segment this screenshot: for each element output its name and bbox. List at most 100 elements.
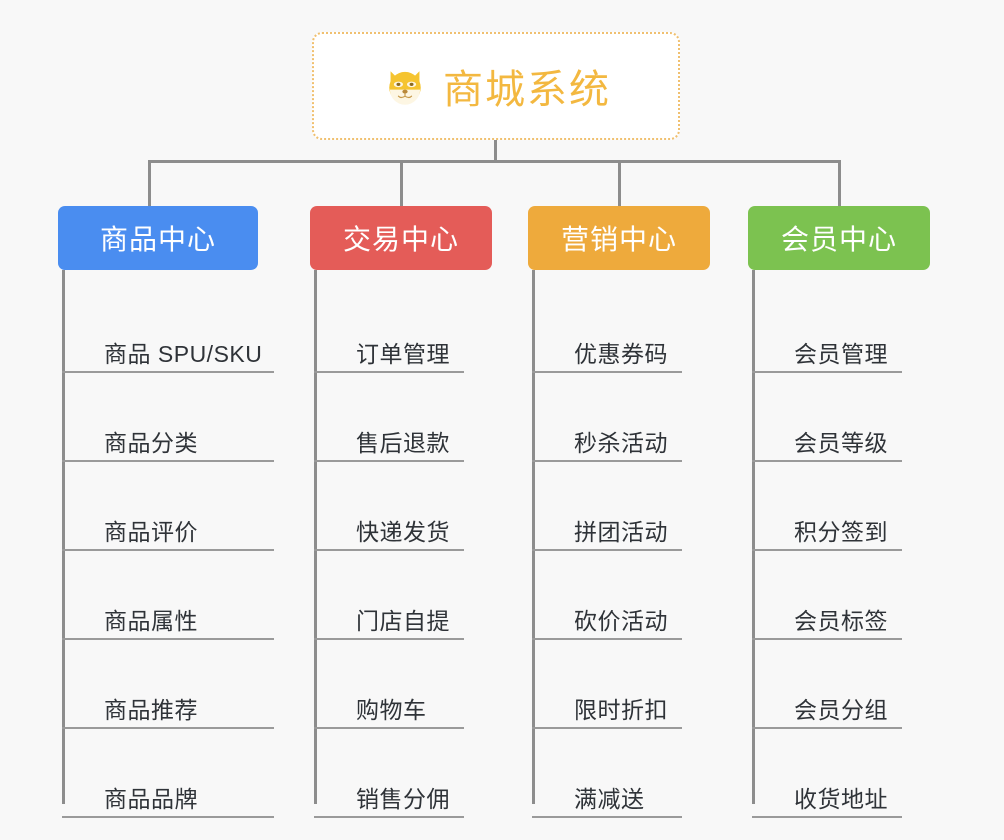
leaf-item-label: 会员标签 — [794, 607, 888, 634]
leaf-underline — [314, 638, 464, 640]
leaf-underline — [62, 549, 274, 551]
category-label: 营销中心 — [560, 224, 677, 255]
category-node-product-center[interactable]: 商品中心 — [58, 206, 258, 270]
leaf-item-label: 拼团活动 — [574, 518, 668, 545]
leaf-item[interactable]: 订单管理 — [314, 284, 492, 373]
leaf-rail — [752, 270, 755, 804]
connector-drop-1 — [400, 160, 403, 206]
category-label: 交易中心 — [342, 224, 459, 255]
leaf-item-label: 收货地址 — [794, 785, 888, 812]
leaf-underline — [532, 549, 682, 551]
leaf-underline — [62, 460, 274, 462]
column-product-center: 商品中心商品 SPU/SKU 商品分类商品评价商品属性商品推荐商品品牌 — [58, 206, 274, 818]
column-marketing-center: 营销中心优惠券码秒杀活动拼团活动砍价活动限时折扣满减送 — [528, 206, 710, 818]
leaf-rail — [62, 270, 65, 804]
leaf-item[interactable]: 会员标签 — [752, 551, 930, 640]
leaf-rail — [532, 270, 535, 804]
leaf-item-label: 商品分类 — [104, 429, 198, 456]
leaf-item-label: 商品评价 — [104, 518, 198, 545]
column-trade-center: 交易中心订单管理售后退款快递发货门店自提购物车销售分佣 — [310, 206, 492, 818]
leaf-list-product-center: 商品 SPU/SKU 商品分类商品评价商品属性商品推荐商品品牌 — [62, 270, 274, 818]
leaf-underline — [314, 549, 464, 551]
leaf-item[interactable]: 会员等级 — [752, 373, 930, 462]
leaf-underline — [314, 460, 464, 462]
category-label: 商品中心 — [99, 224, 216, 255]
leaf-underline — [532, 460, 682, 462]
leaf-underline — [752, 638, 902, 640]
root-node[interactable]: 商城系统 — [312, 32, 680, 140]
leaf-item-label: 销售分佣 — [356, 785, 450, 812]
leaf-item-label: 商品 SPU/SKU — [104, 340, 263, 367]
category-node-marketing-center[interactable]: 营销中心 — [528, 206, 710, 270]
leaf-item-label: 优惠券码 — [574, 340, 668, 367]
leaf-item[interactable]: 门店自提 — [314, 551, 492, 640]
leaf-item[interactable]: 会员分组 — [752, 640, 930, 729]
leaf-underline — [532, 816, 682, 818]
leaf-item-label: 商品品牌 — [104, 785, 198, 812]
connector-drop-2 — [618, 160, 621, 206]
category-label: 会员中心 — [780, 224, 897, 255]
leaf-item-label: 售后退款 — [356, 429, 450, 456]
leaf-list-marketing-center: 优惠券码秒杀活动拼团活动砍价活动限时折扣满减送 — [532, 270, 710, 818]
leaf-item[interactable]: 满减送 — [532, 729, 710, 818]
connector-root-stem — [494, 140, 497, 162]
leaf-underline — [314, 816, 464, 818]
leaf-item[interactable]: 收货地址 — [752, 729, 930, 818]
leaf-item[interactable]: 优惠券码 — [532, 284, 710, 373]
leaf-item[interactable]: 商品推荐 — [62, 640, 274, 729]
leaf-item-label: 秒杀活动 — [574, 429, 668, 456]
leaf-item[interactable]: 销售分佣 — [314, 729, 492, 818]
leaf-item-label: 快递发货 — [356, 518, 450, 545]
leaf-item-label: 会员管理 — [794, 340, 888, 367]
leaf-underline — [62, 371, 274, 373]
leaf-item[interactable]: 商品分类 — [62, 373, 274, 462]
connector-horizontal-bus — [148, 160, 840, 163]
leaf-item-label: 限时折扣 — [574, 696, 668, 723]
leaf-underline — [62, 727, 274, 729]
leaf-list-trade-center: 订单管理售后退款快递发货门店自提购物车销售分佣 — [314, 270, 492, 818]
leaf-item-label: 购物车 — [356, 696, 427, 723]
leaf-item[interactable]: 售后退款 — [314, 373, 492, 462]
leaf-item-label: 积分签到 — [794, 518, 888, 545]
leaf-item[interactable]: 商品品牌 — [62, 729, 274, 818]
leaf-item[interactable]: 商品属性 — [62, 551, 274, 640]
leaf-item-label: 商品属性 — [104, 607, 198, 634]
leaf-item[interactable]: 砍价活动 — [532, 551, 710, 640]
leaf-underline — [62, 638, 274, 640]
leaf-underline — [752, 549, 902, 551]
leaf-list-member-center: 会员管理会员等级积分签到会员标签会员分组收货地址 — [752, 270, 930, 818]
leaf-item[interactable]: 秒杀活动 — [532, 373, 710, 462]
leaf-item[interactable]: 商品 SPU/SKU — [62, 284, 274, 373]
leaf-underline — [532, 638, 682, 640]
leaf-item[interactable]: 商品评价 — [62, 462, 274, 551]
leaf-rail — [314, 270, 317, 804]
leaf-item[interactable]: 会员管理 — [752, 284, 930, 373]
leaf-item[interactable]: 快递发货 — [314, 462, 492, 551]
leaf-item[interactable]: 积分签到 — [752, 462, 930, 551]
shiba-dog-face-icon — [381, 62, 429, 110]
leaf-item-label: 会员分组 — [794, 696, 888, 723]
leaf-underline — [752, 460, 902, 462]
leaf-item-label: 砍价活动 — [574, 607, 668, 634]
leaf-underline — [752, 727, 902, 729]
leaf-underline — [532, 727, 682, 729]
category-node-member-center[interactable]: 会员中心 — [748, 206, 930, 270]
leaf-item[interactable]: 购物车 — [314, 640, 492, 729]
connector-drop-3 — [838, 160, 841, 206]
leaf-item[interactable]: 拼团活动 — [532, 462, 710, 551]
category-node-trade-center[interactable]: 交易中心 — [310, 206, 492, 270]
leaf-underline — [314, 727, 464, 729]
connector-drop-0 — [148, 160, 151, 206]
leaf-item-label: 会员等级 — [794, 429, 888, 456]
leaf-underline — [752, 371, 902, 373]
leaf-underline — [752, 816, 902, 818]
leaf-item-label: 商品推荐 — [104, 696, 198, 723]
leaf-underline — [62, 816, 274, 818]
leaf-item-label: 满减送 — [574, 785, 645, 812]
leaf-item-label: 订单管理 — [356, 340, 450, 367]
column-member-center: 会员中心会员管理会员等级积分签到会员标签会员分组收货地址 — [748, 206, 930, 818]
leaf-underline — [314, 371, 464, 373]
leaf-item[interactable]: 限时折扣 — [532, 640, 710, 729]
leaf-underline — [532, 371, 682, 373]
